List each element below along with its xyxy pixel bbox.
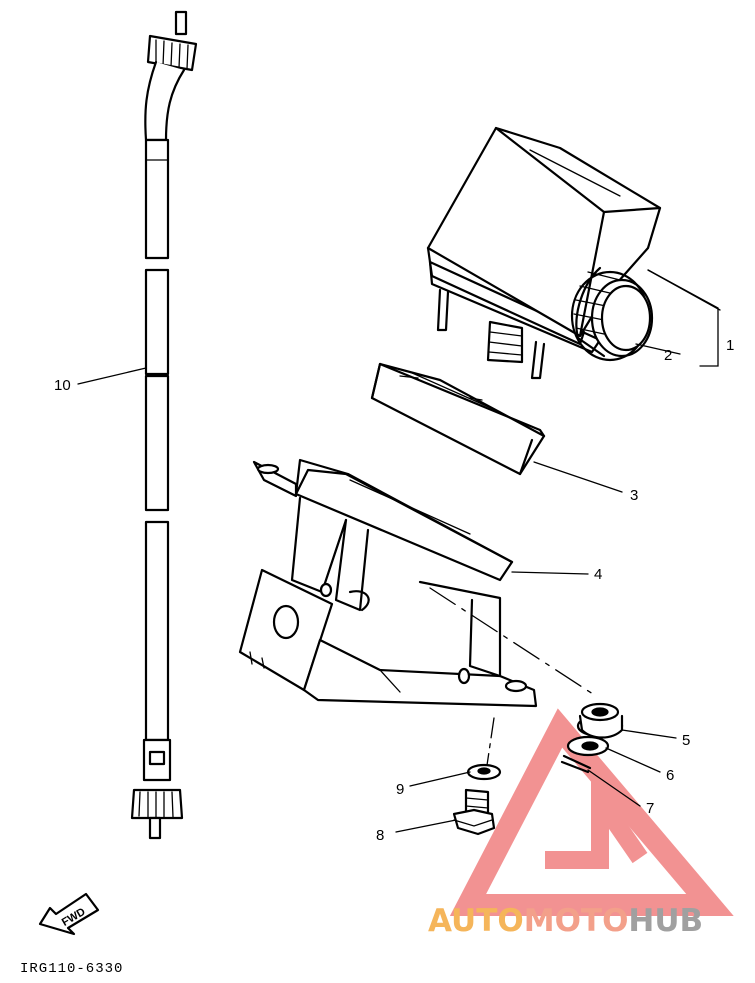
watermark-part1: AUTO	[428, 903, 524, 939]
callout-6: 6	[666, 767, 674, 784]
grommet	[576, 702, 624, 739]
callout-5: 5	[682, 732, 690, 749]
callout-3: 3	[630, 487, 638, 504]
drawing-code: IRG110-6330	[20, 961, 123, 977]
meter-bracket	[238, 458, 538, 708]
washer	[466, 763, 502, 781]
assembly-lines	[429, 587, 597, 773]
damper-cushion	[370, 362, 546, 476]
watermark-part2: MOTO	[524, 903, 629, 939]
callout-10: 10	[54, 377, 71, 394]
callout-4: 4	[594, 566, 602, 583]
callout-2: 2	[664, 347, 672, 364]
callout-7: 7	[646, 800, 654, 817]
speedometer-cable	[130, 10, 198, 840]
collar	[566, 735, 610, 757]
clip	[560, 754, 592, 774]
callout-8: 8	[376, 827, 384, 844]
watermark-text: AUTOMOTOHUB	[428, 903, 703, 939]
bolt	[452, 788, 496, 836]
fwd-arrow: FWD	[38, 892, 100, 936]
svg-text:AUTOMOTOHUB: AUTOMOTOHUB	[428, 903, 703, 939]
leader-lines	[77, 269, 719, 833]
meter-assembly	[426, 126, 721, 380]
watermark-part3: HUB	[628, 903, 703, 939]
watermark-logo	[449, 708, 734, 916]
callout-9: 9	[396, 781, 404, 798]
callout-1: 1	[726, 337, 734, 354]
